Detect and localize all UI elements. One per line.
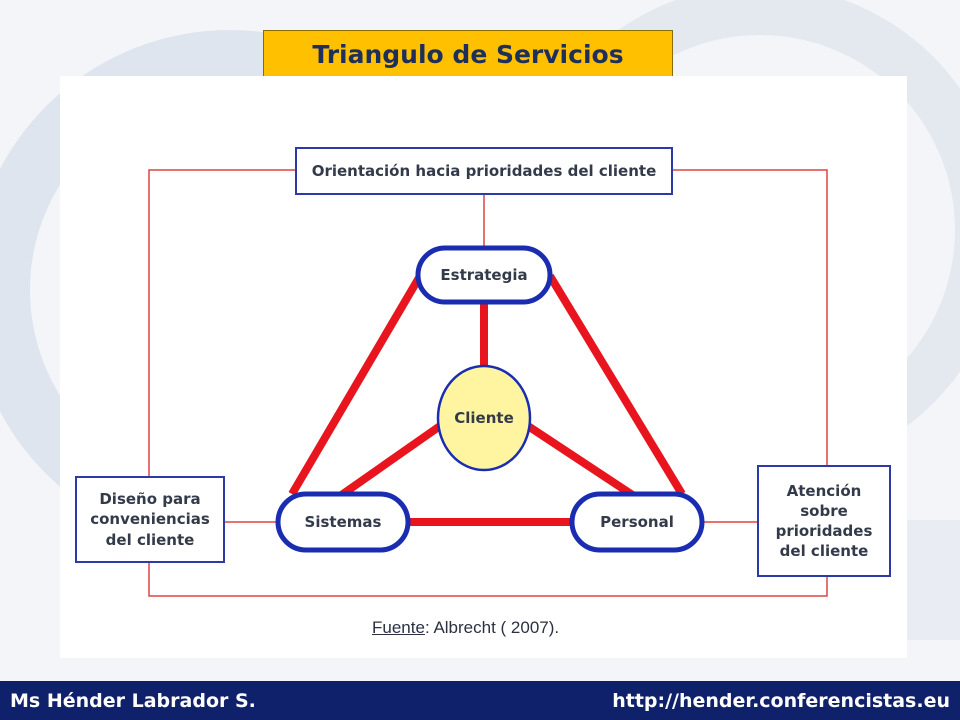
node-systems-label: Sistemas [304,512,382,531]
footer-url-link[interactable]: http://hender.conferencistas.eu [612,690,950,712]
outer-connector-left [148,169,296,477]
footer-bar: Ms Hénder Labrador S. http://hender.conf… [0,681,960,720]
node-strategy-label: Estrategia [440,265,528,284]
spoke-right [525,422,637,500]
source-citation: Fuente: Albrecht ( 2007). [372,618,559,638]
spoke-left [337,422,443,500]
diagram-lines [75,147,891,597]
outer-connector-bottom [148,562,828,597]
source-text: : Albrecht ( 2007). [424,618,560,637]
node-personnel-label: Personal [600,512,674,531]
outer-connector-right [672,169,828,466]
diagram-panel: Orientación hacia prioridades del client… [60,76,907,658]
node-right-frame [569,491,705,553]
design-convenience-label: Diseño para conveniencias del cliente [90,490,210,549]
attention-priorities-label: Atención sobre prioridades del cliente [775,481,873,561]
node-center-frame [436,364,532,472]
left-box-frame [75,476,225,563]
node-left-frame [275,491,411,553]
triangle-edge-right [546,273,686,497]
triangle-edge-left [288,273,424,497]
top-box-frame [295,147,673,195]
priority-orientation-label: Orientación hacia prioridades del client… [311,161,657,180]
slide-title: Triangulo de Servicios [263,30,673,78]
author-name: Ms Hénder Labrador S. [10,690,256,712]
source-label: Fuente [372,618,425,637]
right-box-frame [757,465,891,577]
node-top-frame [415,245,553,305]
node-client-label: Cliente [454,408,514,427]
